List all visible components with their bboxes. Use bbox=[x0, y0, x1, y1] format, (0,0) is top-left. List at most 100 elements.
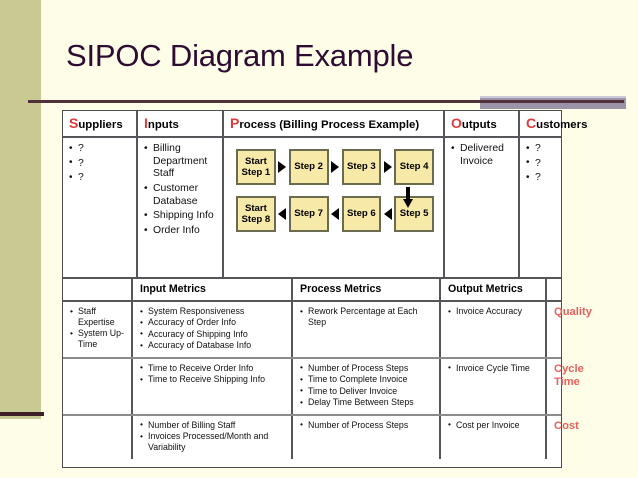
list-item: System Up-Time bbox=[70, 328, 127, 350]
metrics-process-cell: Number of Process StepsTime to Complete … bbox=[291, 357, 440, 416]
list-item: Number of Billing Staff bbox=[140, 419, 287, 431]
metrics-row-cycle-time: Time to Receive Order InfoTime to Receiv… bbox=[63, 357, 584, 416]
process-box-line2: Step 1 bbox=[241, 167, 271, 178]
sipoc-header-outputs-capital: O bbox=[451, 115, 462, 131]
process-box-start-step-1[interactable]: Start Step 1 bbox=[236, 149, 276, 185]
page-title: SIPOC Diagram Example bbox=[66, 38, 414, 73]
metrics-output-cell: Invoice Accuracy bbox=[439, 301, 546, 359]
sipoc-header-outputs-rest: utputs bbox=[461, 119, 497, 131]
sipoc-header-process: Process (Billing Process Example) bbox=[222, 111, 444, 138]
process-box-line1: Step 2 bbox=[294, 161, 324, 173]
sipoc-header-customers-capital: C bbox=[526, 115, 537, 131]
metrics-row-cost: Number of Billing StaffInvoices Processe… bbox=[63, 414, 579, 459]
arrow-right-icon bbox=[383, 161, 392, 173]
process-flow-row-top: Start Step 1 Step 2 Step 3 bbox=[236, 149, 434, 185]
metrics-left-list: Staff ExpertiseSystem Up-Time bbox=[70, 306, 127, 350]
process-box-step-6[interactable]: Step 6 bbox=[341, 196, 382, 232]
metrics-category-label: Quality bbox=[554, 306, 592, 318]
metrics-process-list: Number of Process Steps bbox=[300, 419, 435, 431]
metrics-process-cell: Number of Process Steps bbox=[291, 414, 440, 459]
process-box-step-2[interactable]: Step 2 bbox=[288, 149, 329, 185]
metrics-category-cell: Quality bbox=[545, 301, 592, 359]
process-box-start-step-8[interactable]: Start Step 8 bbox=[236, 196, 276, 232]
list-item: Delay Time Between Steps bbox=[300, 397, 435, 408]
list-item: Number of Process Steps bbox=[300, 419, 435, 431]
sipoc-header-outputs: Outputs bbox=[443, 111, 519, 138]
arrow-right-icon bbox=[278, 161, 287, 173]
metrics-table: Input Metrics Process Metrics Output Met… bbox=[63, 277, 592, 459]
sipoc-header-customers-rest: ustomers bbox=[536, 119, 588, 131]
list-item: Accuracy of Database Info bbox=[140, 340, 287, 351]
list-item: Order Info bbox=[144, 225, 217, 238]
list-item: Invoice Cycle Time bbox=[448, 362, 541, 374]
metrics-header-row: Input Metrics Process Metrics Output Met… bbox=[63, 278, 561, 302]
metrics-header-blank-right bbox=[545, 278, 561, 302]
list-item: Staff Expertise bbox=[70, 306, 127, 328]
suppliers-cell: ??? bbox=[63, 137, 137, 277]
process-cell: Start Step 1 Step 2 Step 3 bbox=[222, 137, 444, 277]
metrics-input-list: Time to Receive Order InfoTime to Receiv… bbox=[140, 362, 287, 385]
list-item: Invoice Accuracy bbox=[448, 306, 541, 317]
inputs-cell: Billing Department StaffCustomer Databas… bbox=[136, 137, 223, 277]
process-box-line1: Step 4 bbox=[399, 161, 429, 173]
metrics-header-input: Input Metrics bbox=[131, 278, 292, 302]
sipoc-header-inputs: Inputs bbox=[136, 111, 223, 138]
sipoc-header-suppliers-rest: uppliers bbox=[78, 119, 123, 131]
arrow-down-icon bbox=[403, 187, 413, 208]
arrow-left-icon bbox=[331, 208, 339, 220]
metrics-input-list: Number of Billing StaffInvoices Processe… bbox=[140, 419, 287, 453]
process-box-line1: Step 5 bbox=[399, 208, 429, 220]
metrics-output-list: Invoice Accuracy bbox=[448, 306, 541, 317]
list-item: Time to Deliver Invoice bbox=[300, 385, 435, 397]
inputs-list: Billing Department StaffCustomer Databas… bbox=[144, 142, 217, 238]
metrics-input-cell: Number of Billing StaffInvoices Processe… bbox=[131, 414, 292, 459]
process-box-line1: Step 3 bbox=[346, 161, 376, 173]
customers-list: ??? bbox=[526, 143, 556, 185]
left-decoration-band bbox=[0, 0, 41, 419]
list-item: ? bbox=[69, 143, 131, 156]
list-item: ? bbox=[526, 143, 556, 156]
title-divider-rule bbox=[28, 100, 624, 103]
process-box-line1: Step 7 bbox=[294, 208, 324, 220]
process-box-step-3[interactable]: Step 3 bbox=[341, 149, 382, 185]
process-box-step-4[interactable]: Step 4 bbox=[394, 149, 434, 185]
suppliers-list: ??? bbox=[69, 143, 131, 185]
arrow-left-icon bbox=[383, 208, 392, 220]
sipoc-header-suppliers-capital: S bbox=[69, 115, 79, 131]
sipoc-header-inputs-capital: I bbox=[144, 115, 148, 131]
metrics-process-list: Rework Percentage at Each Step bbox=[300, 306, 435, 328]
process-flow-row-bottom: Start Step 8 Step 7 Step 6 bbox=[236, 196, 434, 232]
process-box-line1: Step 6 bbox=[346, 208, 376, 220]
metrics-header-process: Process Metrics bbox=[291, 278, 440, 302]
outputs-cell: Delivered Invoice bbox=[443, 137, 519, 277]
list-item: Invoices Processed/Month and Variability bbox=[140, 431, 287, 453]
metrics-category-label: Cycle Time bbox=[554, 362, 584, 389]
list-item: Shipping Info bbox=[144, 210, 217, 223]
metrics-input-list: System ResponsivenessAccuracy of Order I… bbox=[140, 306, 287, 351]
list-item: Cost per Invoice bbox=[448, 419, 541, 431]
metrics-left-cell: Staff ExpertiseSystem Up-Time bbox=[63, 301, 132, 359]
arrow-left-icon bbox=[278, 208, 287, 220]
list-item: Number of Process Steps bbox=[300, 362, 435, 374]
process-box-step-5[interactable]: Step 5 bbox=[394, 196, 434, 232]
process-box-step-7[interactable]: Step 7 bbox=[288, 196, 329, 232]
metrics-process-list: Number of Process StepsTime to Complete … bbox=[300, 362, 435, 408]
metrics-output-list: Cost per Invoice bbox=[448, 419, 541, 431]
metrics-category-cell: Cost bbox=[545, 414, 579, 459]
list-item: Time to Receive Shipping Info bbox=[140, 374, 287, 385]
sipoc-header-inputs-rest: nputs bbox=[147, 119, 179, 131]
sipoc-header-row: Suppliers Inputs Process (Billing Proces… bbox=[63, 111, 587, 138]
sipoc-diagram: Suppliers Inputs Process (Billing Proces… bbox=[62, 110, 592, 468]
left-accent-line bbox=[0, 412, 44, 416]
arrow-down-head bbox=[403, 199, 413, 208]
process-box-line1: Start bbox=[244, 202, 267, 214]
sipoc-table: Suppliers Inputs Process (Billing Proces… bbox=[63, 111, 587, 277]
list-item: Accuracy of Shipping Info bbox=[140, 328, 287, 340]
metrics-process-cell: Rework Percentage at Each Step bbox=[291, 301, 440, 359]
process-flow: Start Step 1 Step 2 Step 3 bbox=[230, 143, 438, 236]
metrics-category-label: Cost bbox=[554, 419, 579, 432]
process-box-line2: Step 8 bbox=[241, 214, 271, 225]
outputs-list: Delivered Invoice bbox=[451, 142, 513, 168]
sipoc-header-suppliers: Suppliers bbox=[63, 111, 137, 138]
list-item: Customer Database bbox=[144, 183, 217, 208]
